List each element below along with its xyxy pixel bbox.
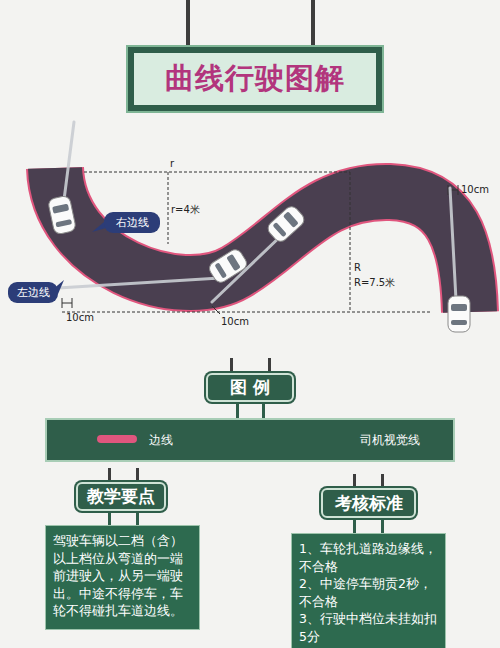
title-sign: 曲线行驶图解 (128, 47, 382, 111)
legend-text: 司机视觉线 (360, 432, 420, 449)
section-sign: 教学要点 (76, 482, 166, 511)
section-sign: 考核标准 (321, 488, 416, 518)
body-text: 3、行驶中档位未挂如扣5分 (299, 610, 438, 645)
offset-label: 10cm (461, 184, 489, 195)
text-panel: 1、车轮扎道路边缘线，不合格2、中途停车朝贡2秒，不合格3、行驶中档位未挂如扣5… (291, 533, 446, 648)
dimension-lines (62, 172, 430, 312)
text-panel: 驾驶车辆以二档（含）以上档位从弯道的一端前进驶入，从另一端驶出。中途不得停车，车… (45, 525, 200, 630)
callout-tag: 左边线 (8, 282, 58, 303)
s-curve-road (55, 168, 470, 312)
sight-lines (58, 122, 456, 302)
body-text: 驾驶车辆以二档（含）以上档位从弯道的一端前进驶入，从另一端驶出。中途不得停车，车… (53, 532, 192, 620)
legend-swatch (97, 435, 137, 443)
offset-label: 10cm (66, 312, 94, 323)
body-text: 1、车轮扎道路边缘线，不合格 (299, 540, 438, 575)
title-text: 曲线行驶图解 (165, 59, 345, 99)
heading-text: 图 例 (230, 376, 270, 399)
legend-band: 边线 司机视觉线 (45, 418, 455, 462)
offset-marks (62, 185, 458, 314)
cars (47, 195, 470, 332)
heading-text: 考核标准 (335, 492, 403, 515)
dimension-label: R=7.5米 (354, 276, 395, 290)
callout-pointers (52, 222, 106, 294)
legend-text: 边线 (149, 432, 173, 449)
dimension-label: r (170, 158, 174, 169)
section-sign: 图 例 (206, 373, 294, 402)
heading-text: 右边线 (116, 215, 149, 230)
body-text: 2、中途停车朝贡2秒，不合格 (299, 575, 438, 610)
callout-tag: 右边线 (104, 212, 160, 233)
dimension-label: R (354, 262, 361, 273)
heading-text: 教学要点 (87, 485, 155, 508)
offset-label: 10cm (221, 316, 249, 327)
heading-text: 左边线 (17, 285, 50, 300)
dimension-label: r=4米 (171, 203, 200, 217)
